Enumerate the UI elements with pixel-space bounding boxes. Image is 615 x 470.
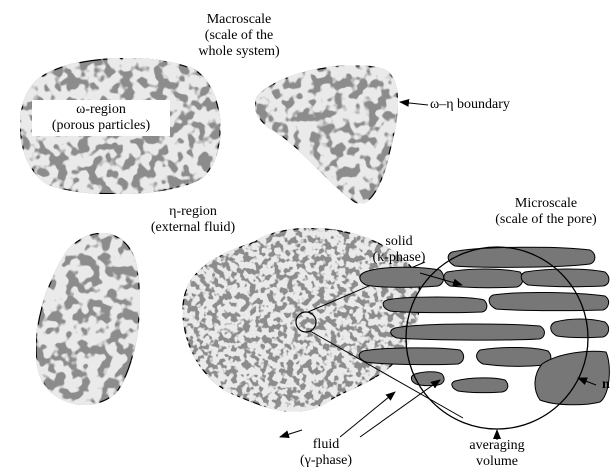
microscale-line-2: (scale of the pore) [478, 212, 614, 228]
fluid-label: fluid (γ-phase) [291, 437, 361, 469]
microscale-line-1: Microscale [478, 196, 614, 212]
eta-region-line-1: η-region [140, 204, 246, 220]
particle-top-right [255, 66, 397, 204]
solid-line-2: (κ-phase) [364, 250, 434, 266]
omega-region-line-1: ω-region [36, 102, 166, 118]
boundary-label: ω–η boundary [430, 97, 510, 113]
macroscale-label: Macroscale (scale of the whole system) [188, 12, 290, 60]
averaging-volume-label: averaging volume [457, 438, 537, 470]
fluid-line-2: (γ-phase) [291, 453, 361, 469]
eta-region-line-2: (external fluid) [140, 220, 246, 236]
omega-region-line-2: (porous particles) [36, 118, 166, 134]
averaging-line-2: volume [457, 454, 537, 470]
omega-region-label: ω-region (porous particles) [32, 100, 170, 136]
normal-vector-label: n [602, 377, 610, 393]
solid-label: solid (κ-phase) [364, 234, 434, 266]
eta-arrow [280, 430, 302, 437]
particle-bottom-left [36, 233, 139, 404]
fluid-arrow-2 [360, 380, 440, 437]
averaging-line-1: averaging [457, 438, 537, 454]
eta-region-label: η-region (external fluid) [140, 204, 246, 236]
macroscale-line-1: Macroscale [188, 12, 290, 28]
macroscale-line-3: whole system) [188, 44, 290, 60]
microscale-label: Microscale (scale of the pore) [478, 196, 614, 228]
fluid-line-1: fluid [291, 437, 361, 453]
boundary-arrow [400, 102, 428, 105]
fluid-arrow-1 [340, 392, 395, 437]
boundary-text: ω–η boundary [430, 97, 510, 113]
macroscale-line-2: (scale of the [188, 28, 290, 44]
normal-text: n [602, 377, 610, 393]
solid-line-1: solid [364, 234, 434, 250]
